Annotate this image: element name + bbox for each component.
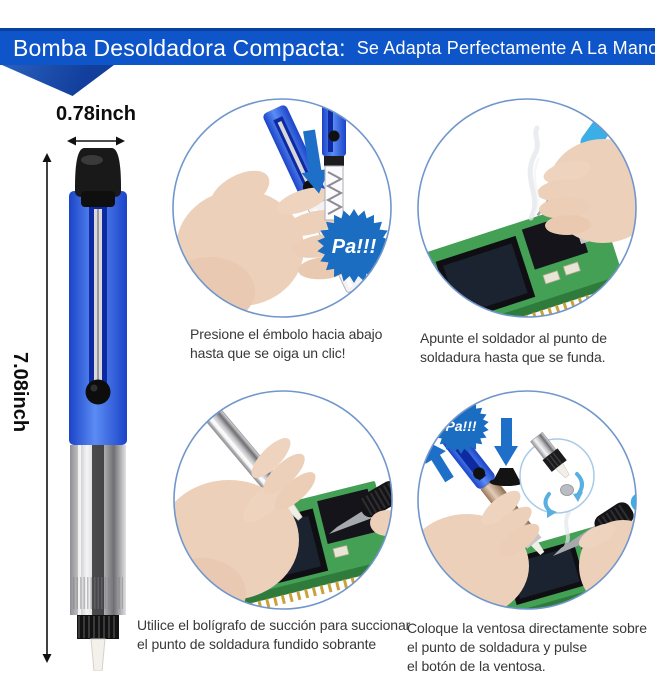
photo-circle-border: [173, 390, 393, 610]
desoldering-pump-photo: [69, 148, 127, 671]
hand: [173, 170, 304, 317]
step-4-photo: Pa!!!: [417, 390, 637, 610]
step-1-caption: Presione el émbolo hacia abajo hasta que…: [190, 326, 383, 361]
step-4-caption: Coloque la ventosa directamente sobre el…: [407, 620, 647, 674]
pa-badge: Pa!!!: [317, 209, 391, 283]
header-banner: Bomba Desoldadora Compacta: Se Adapta Pe…: [0, 28, 655, 65]
svg-text:Pa!!!: Pa!!!: [445, 418, 476, 434]
hand: [537, 139, 636, 243]
suction-inset: [519, 431, 595, 518]
width-arrow-icon: [67, 136, 125, 146]
photo-circle-border: [172, 98, 392, 318]
height-dimension-label: 7.08inch: [9, 352, 31, 433]
height-arrow-icon: [42, 153, 52, 663]
page-title: Bomba Desoldadora Compacta:: [13, 34, 346, 61]
width-dimension-label: 0.78inch: [55, 103, 137, 125]
smoke: [527, 125, 541, 221]
suction-cup-silhouette: [489, 468, 524, 486]
step-3-photo: [173, 390, 393, 610]
step-1-photo: Pa!!!: [172, 98, 392, 318]
down-arrow-icon: [301, 129, 330, 194]
photo-circle-border: [417, 98, 637, 318]
step-2-caption: Apunte el soldador al punto de soldadura…: [420, 330, 607, 365]
pa-badge: Pa!!!: [433, 398, 489, 454]
pump-release-button: [85, 379, 111, 405]
svg-text:Pa!!!: Pa!!!: [332, 236, 377, 258]
step-3-caption: Utilice el bolígrafo de succión para suc…: [137, 617, 411, 652]
banner-ribbon-fold: [2, 65, 114, 96]
smoke: [563, 510, 571, 550]
down-arrow-icon: [494, 418, 518, 466]
photo-circle-border: [417, 390, 637, 610]
pump-plunger-cap: [75, 148, 121, 197]
page-subtitle: Se Adapta Perfectamente A La Mano: [356, 37, 655, 58]
spring-inset: [322, 99, 346, 221]
pump-nozzle-tip: [90, 638, 106, 671]
step-2-photo: [417, 98, 637, 318]
